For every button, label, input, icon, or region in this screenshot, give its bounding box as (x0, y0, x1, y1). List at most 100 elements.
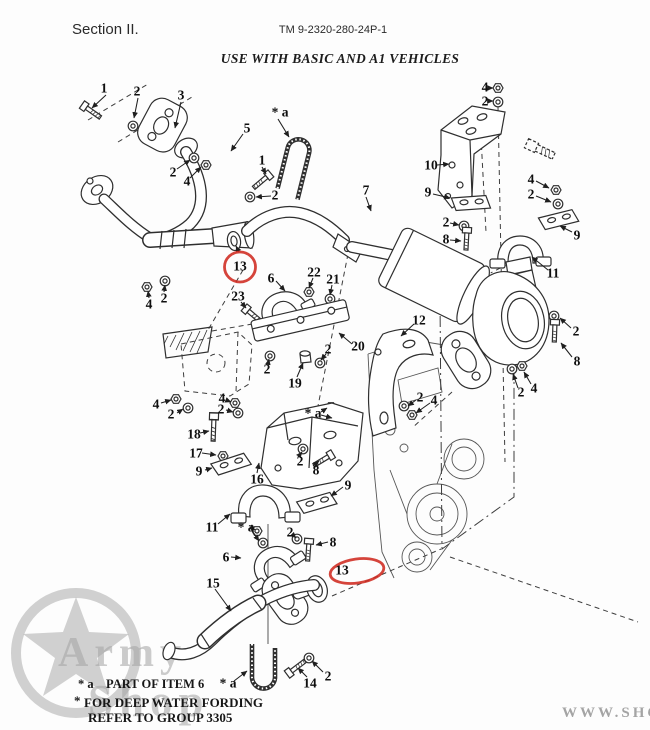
callout-2: 2 (325, 669, 332, 684)
army-shop-watermark: Army Shop WWW.SHO (11, 588, 650, 726)
highlight-circle (223, 250, 257, 284)
alignment-lines (87, 83, 639, 644)
highlight-circle (328, 557, 386, 585)
footnotes: * a PART OF ITEM 6 * FOR DEEP WATER FORD… (74, 677, 263, 725)
callout-2: 2 (218, 402, 225, 417)
gasket-plate-3 (137, 97, 188, 153)
callout-9: 9 (425, 185, 432, 200)
callout-23: 23 (231, 289, 245, 304)
footnote-fording-symbol: * (74, 693, 81, 708)
mounting-bracket-10 (437, 105, 506, 209)
callout-4: 4 (531, 381, 538, 396)
watermark-star-icon (23, 597, 129, 696)
callout-2: 2 (168, 407, 175, 422)
callout-12: 12 (412, 313, 426, 328)
callout-11: 11 (206, 520, 219, 535)
callout-17: 17 (189, 446, 203, 461)
callout-18: 18 (187, 427, 201, 442)
callout-a: * a (305, 406, 322, 421)
ghost-bracket-outline (180, 331, 253, 397)
callout-8: 8 (574, 354, 581, 369)
callout-4: 4 (219, 391, 226, 406)
exhaust-elbow (450, 256, 550, 370)
callout-9: 9 (574, 228, 581, 243)
callout-a: * a (220, 676, 237, 691)
footnote-item6-text: PART OF ITEM 6 (106, 677, 204, 691)
section-label: Section II. (72, 21, 139, 38)
callout-2: 2 (287, 525, 294, 540)
frame-rail-section (162, 326, 213, 359)
muffler (378, 227, 490, 325)
callout-2: 2 (518, 385, 525, 400)
watermark-word2: Shop (88, 676, 210, 726)
callout-14: 14 (303, 676, 317, 691)
spacer-19 (299, 350, 312, 364)
callout-6: 6 (268, 271, 275, 286)
callout-8: 8 (443, 232, 450, 247)
front-pipe-7 (241, 206, 398, 263)
callout-8: 8 (313, 463, 320, 478)
frame-bracket-16 (260, 402, 364, 490)
callout-13: 13 (233, 259, 247, 274)
washer-2 (127, 120, 139, 132)
callout-5: 5 (244, 121, 251, 136)
callout-2: 2 (325, 342, 332, 357)
highlight-layer (223, 250, 386, 585)
callout-2: 2 (482, 94, 489, 109)
elbow-flange (440, 330, 492, 390)
callout-4: 4 (153, 397, 160, 412)
watermark-ring (11, 588, 141, 718)
callout-4: 4 (184, 174, 191, 189)
callout-9: 9 (196, 464, 203, 479)
callout-2: 2 (161, 291, 168, 306)
bolt-1b (250, 169, 275, 192)
callout-4: 4 (146, 297, 153, 312)
callout-11: 11 (547, 266, 560, 281)
hidden-bolt (523, 137, 556, 160)
callout-2: 2 (264, 362, 271, 377)
clamp-11-upper (489, 235, 552, 269)
callout-2: 2 (528, 187, 535, 202)
callout-2: 2 (272, 188, 279, 203)
callout-10: 10 (424, 158, 438, 173)
callout-15: 15 (206, 576, 220, 591)
callout-2: 2 (134, 84, 141, 99)
u-bolt-lower (249, 644, 278, 691)
callout-16: 16 (250, 472, 264, 487)
callout-19: 19 (288, 376, 302, 391)
u-bolt-upper (275, 137, 312, 201)
watermark-word1: Army (58, 630, 187, 676)
clamp-half-6b (250, 545, 307, 593)
callout-4: 4 (528, 172, 535, 187)
usage-note: USE WITH BASIC AND A1 VEHICLES (221, 51, 459, 66)
footnote-fording-line2: REFER TO GROUP 3305 (88, 710, 233, 725)
callout-1: 1 (101, 81, 108, 96)
callout-2: 2 (573, 324, 580, 339)
callout-2: 2 (443, 215, 450, 230)
bracket-12 (367, 328, 434, 437)
support-bracket-20 (250, 299, 350, 342)
callout-1: 1 (259, 153, 266, 168)
leader-lines (91, 85, 573, 682)
footnote-item6-symbol: * a (78, 677, 94, 691)
callout-a: * a (272, 105, 289, 120)
watermark-site-text: WWW.SHO (562, 705, 650, 721)
callout-3: 3 (178, 88, 185, 103)
footnote-fording-line1: FOR DEEP WATER FORDING (84, 695, 263, 710)
callout-6: 6 (223, 550, 230, 565)
crossover-pipe-5 (80, 146, 255, 252)
callout-21: 21 (326, 272, 340, 287)
callout-20: 20 (351, 339, 365, 354)
callout-8: 8 (330, 535, 337, 550)
callout-22: 22 (307, 265, 321, 280)
clamp-plate-9c (209, 451, 253, 477)
callout-2: 2 (297, 454, 304, 469)
callout-4: 4 (482, 80, 489, 95)
callout-2: 2 (170, 165, 177, 180)
callout-2: 2 (417, 390, 424, 405)
callout-13: 13 (335, 563, 349, 578)
tm-number: TM 9-2320-280-24P-1 (279, 24, 387, 36)
